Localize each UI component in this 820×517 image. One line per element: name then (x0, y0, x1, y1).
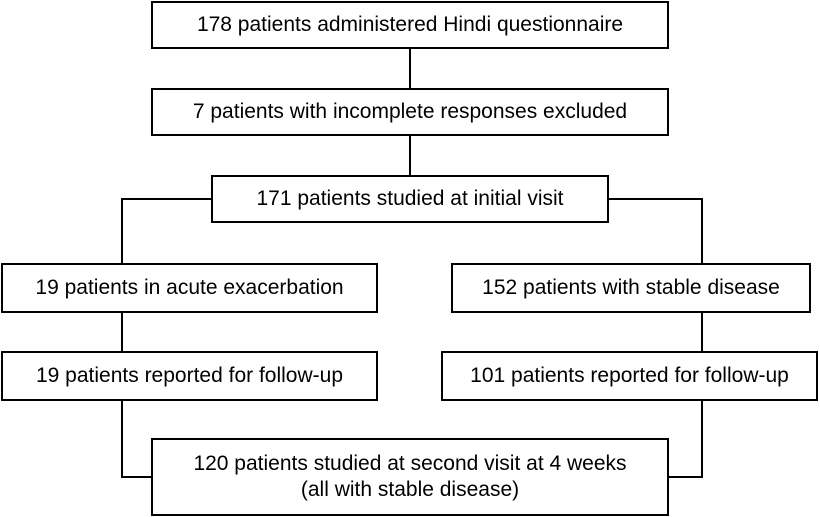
connector-left-branch-down (121, 198, 123, 264)
box-second-visit-line1: 120 patients studied at second visit at … (193, 452, 627, 475)
connector-stable-to-followup (701, 312, 703, 352)
box-acute-followup: 19 patients reported for follow-up (1, 351, 378, 401)
box-administered: 178 patients administered Hindi question… (151, 1, 669, 49)
box-excluded-label: 7 patients with incomplete responses exc… (192, 100, 628, 123)
connector-initial-left-branch (121, 198, 212, 200)
box-second-visit-line2: (all with stable disease) (300, 478, 520, 501)
box-acute-exacerbation-label: 19 patients in acute exacerbation (35, 276, 344, 299)
connector-stable-followup-to-second (667, 476, 703, 478)
box-second-visit: 120 patients studied at second visit at … (151, 438, 669, 516)
box-initial-visit-label: 171 patients studied at initial visit (256, 187, 564, 210)
connector-administered-to-excluded (409, 48, 411, 89)
box-initial-visit: 171 patients studied at initial visit (211, 175, 609, 223)
box-acute-exacerbation: 19 patients in acute exacerbation (1, 263, 378, 313)
connector-acute-followup-to-second (121, 476, 153, 478)
connector-acute-followup-down (121, 400, 123, 478)
connector-acute-to-followup (121, 312, 123, 352)
connector-excluded-to-initial (409, 135, 411, 176)
connector-stable-followup-down (701, 400, 703, 478)
box-administered-label: 178 patients administered Hindi question… (196, 13, 624, 36)
box-excluded: 7 patients with incomplete responses exc… (151, 88, 669, 136)
connector-right-branch-down (701, 198, 703, 264)
box-stable-disease: 152 patients with stable disease (451, 263, 811, 313)
box-stable-followup: 101 patients reported for follow-up (441, 351, 818, 401)
box-stable-followup-label: 101 patients reported for follow-up (470, 364, 789, 387)
connector-initial-right-branch (608, 198, 703, 200)
box-acute-followup-label: 19 patients reported for follow-up (35, 364, 343, 387)
box-second-visit-text: 120 patients studied at second visit at … (193, 451, 626, 503)
box-stable-disease-label: 152 patients with stable disease (482, 276, 780, 299)
